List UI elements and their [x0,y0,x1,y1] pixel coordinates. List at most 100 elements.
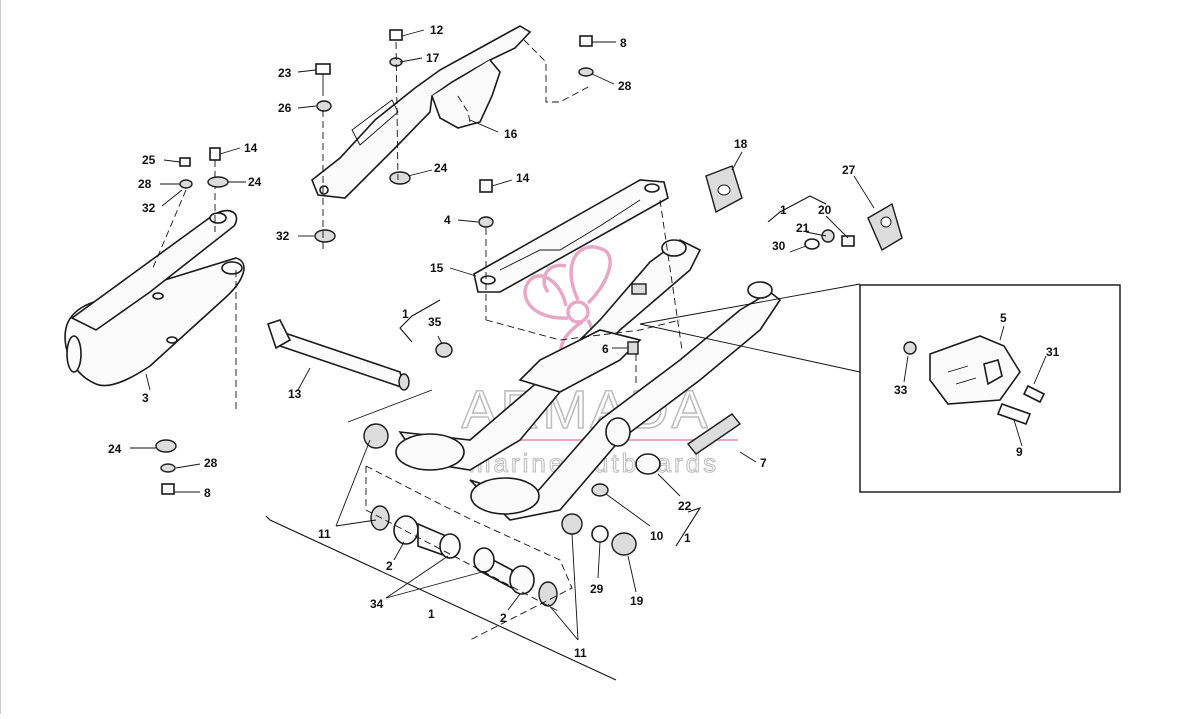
axle-tip [398,373,410,391]
callout-21: 21 [796,221,810,235]
callout-20: 20 [818,203,832,217]
logo-hub [566,300,590,324]
callout-16: 16 [504,127,518,141]
leader-3 [145,373,151,391]
leader-20 [825,215,849,239]
washer-30 [804,238,820,250]
leader-14-left [219,147,241,155]
slider-end [66,335,82,373]
slider-15-fasteners [478,179,494,228]
detail-pointer-bottom [639,323,861,373]
washer-28-left [179,179,193,189]
callout-11-left: 11 [318,527,331,541]
leader-4 [457,219,479,223]
detail-pointer-top [639,283,861,325]
swingarm-right-arm [469,291,782,521]
callout-29: 29 [590,582,604,596]
leader-11-b2 [571,533,579,641]
nut-33 [903,341,917,355]
callout-10: 10 [650,529,664,543]
spacer-34-left-end [439,533,461,559]
bolt-14-center-head [479,179,493,193]
callout-labels: 12 17 23 26 16 24 32 8 28 25 28 32 14 24… [108,23,1060,660]
leader-11-a1 [335,439,371,527]
dash-pivot-box [365,465,573,641]
logo-blade-1 [569,245,612,305]
slider-15-ridge [499,199,641,271]
leader-22 [657,473,681,497]
pad-7 [686,413,742,455]
washer-29 [591,525,609,543]
leader-28-bottom [175,463,201,469]
callout-13: 13 [288,387,302,401]
callout-25: 25 [142,153,156,167]
callout-23: 23 [278,66,292,80]
nut-19 [611,532,637,556]
grommet-24-left [207,176,229,188]
guard-dash-line-2 [457,95,471,123]
callout-31: 31 [1046,345,1060,359]
leader-28-top [591,73,615,85]
logo-blade-2 [523,274,569,320]
pivot-axle [266,319,453,391]
leader-14-center [491,179,513,187]
leader-11-a2 [335,519,377,527]
pivot-tube-left [395,433,465,471]
nut-21 [821,229,835,243]
leader-16 [469,119,499,133]
callout-30: 30 [772,239,786,253]
slider-15-hole [480,275,496,285]
callout-1-right: 1 [684,531,691,545]
callout-24-top: 24 [434,161,448,175]
callout-7: 7 [760,456,767,470]
bracket-1-bottom [265,515,617,681]
callout-15: 15 [430,261,444,275]
slider-hole-mid [152,292,164,300]
cap-22 [635,453,661,475]
axle-shaft [274,328,406,390]
bolt-12-head [389,29,403,41]
nut-10 [591,483,609,497]
leader-31 [1033,355,1047,385]
leader-32-left [161,189,183,207]
callout-1-bottom: 1 [428,607,435,621]
slider-hole-top [221,261,243,275]
adjuster-fasteners [804,229,855,250]
swingarm-crossmember [518,329,642,393]
chain-guard-flap [431,59,501,129]
callout-33: 33 [894,383,908,397]
nut-26 [316,100,332,112]
chain-guide-window [983,359,1003,386]
slider-hole-low [166,336,178,344]
leader-15 [449,267,477,277]
leader-34-a [385,555,449,599]
callout-26: 26 [278,101,292,115]
chain-guard-body [311,25,532,199]
leader-17 [399,57,423,63]
leader-30 [789,245,807,253]
chain-guard-hole [319,185,329,195]
dash-pivot-box-2 [365,466,561,613]
callout-28-bottom: 28 [204,456,218,470]
callout-3: 3 [142,391,149,405]
bolt-20-head [841,235,855,247]
bolt-23-head [315,63,331,75]
upper-chain-slider [473,179,669,293]
axle-slot-left [661,239,687,257]
callout-1-left: 1 [402,307,409,321]
callout-35: 35 [428,315,442,329]
callout-8-top: 8 [620,36,627,50]
cap-35 [435,342,453,358]
chain-guide-5 [929,335,1021,405]
pivot-tube-right [470,477,540,515]
leader-26 [297,105,317,109]
bolt-8-top-head [579,35,593,47]
bolt-6 [627,341,639,355]
callout-14-left: 14 [244,141,258,155]
leader-29 [597,541,601,579]
axle-slot-right [747,281,773,299]
detail-chain-guide [903,335,1046,426]
leader-24-top [407,169,433,177]
dash-axle-link [347,389,433,423]
swingarm-hole [605,417,631,447]
